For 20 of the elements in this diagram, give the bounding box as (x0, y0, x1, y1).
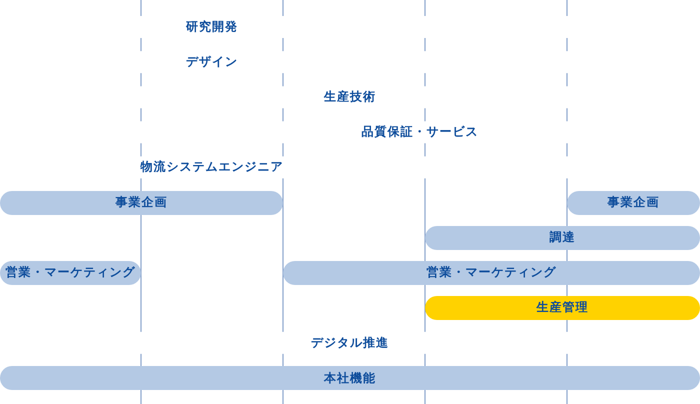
department-bar (567, 190, 700, 214)
department-name: 物流システムエンジニア (140, 158, 284, 176)
department-name: 営業・マーケティング (6, 264, 136, 282)
department-name: 生産管理 (536, 299, 588, 316)
department-bar (425, 296, 700, 320)
department-name: 生産技術 (324, 88, 376, 106)
department-name: 調達 (550, 229, 576, 246)
department-name: 事業企画 (116, 194, 168, 211)
department-name: 事業企画 (608, 194, 660, 211)
department-name: 品質保証・サービス (362, 124, 478, 141)
department-name: 本社機能 (324, 370, 376, 386)
department-name: デザイン (186, 54, 238, 71)
department-name: 営業・マーケティング (426, 264, 556, 282)
department-bar (0, 190, 283, 214)
department-bar (0, 260, 141, 285)
department-name: 研究開発 (186, 18, 238, 36)
department-bar (425, 226, 700, 250)
department-bar (283, 260, 700, 285)
department-bar (0, 366, 700, 390)
department-name: デジタル推進 (311, 334, 389, 352)
